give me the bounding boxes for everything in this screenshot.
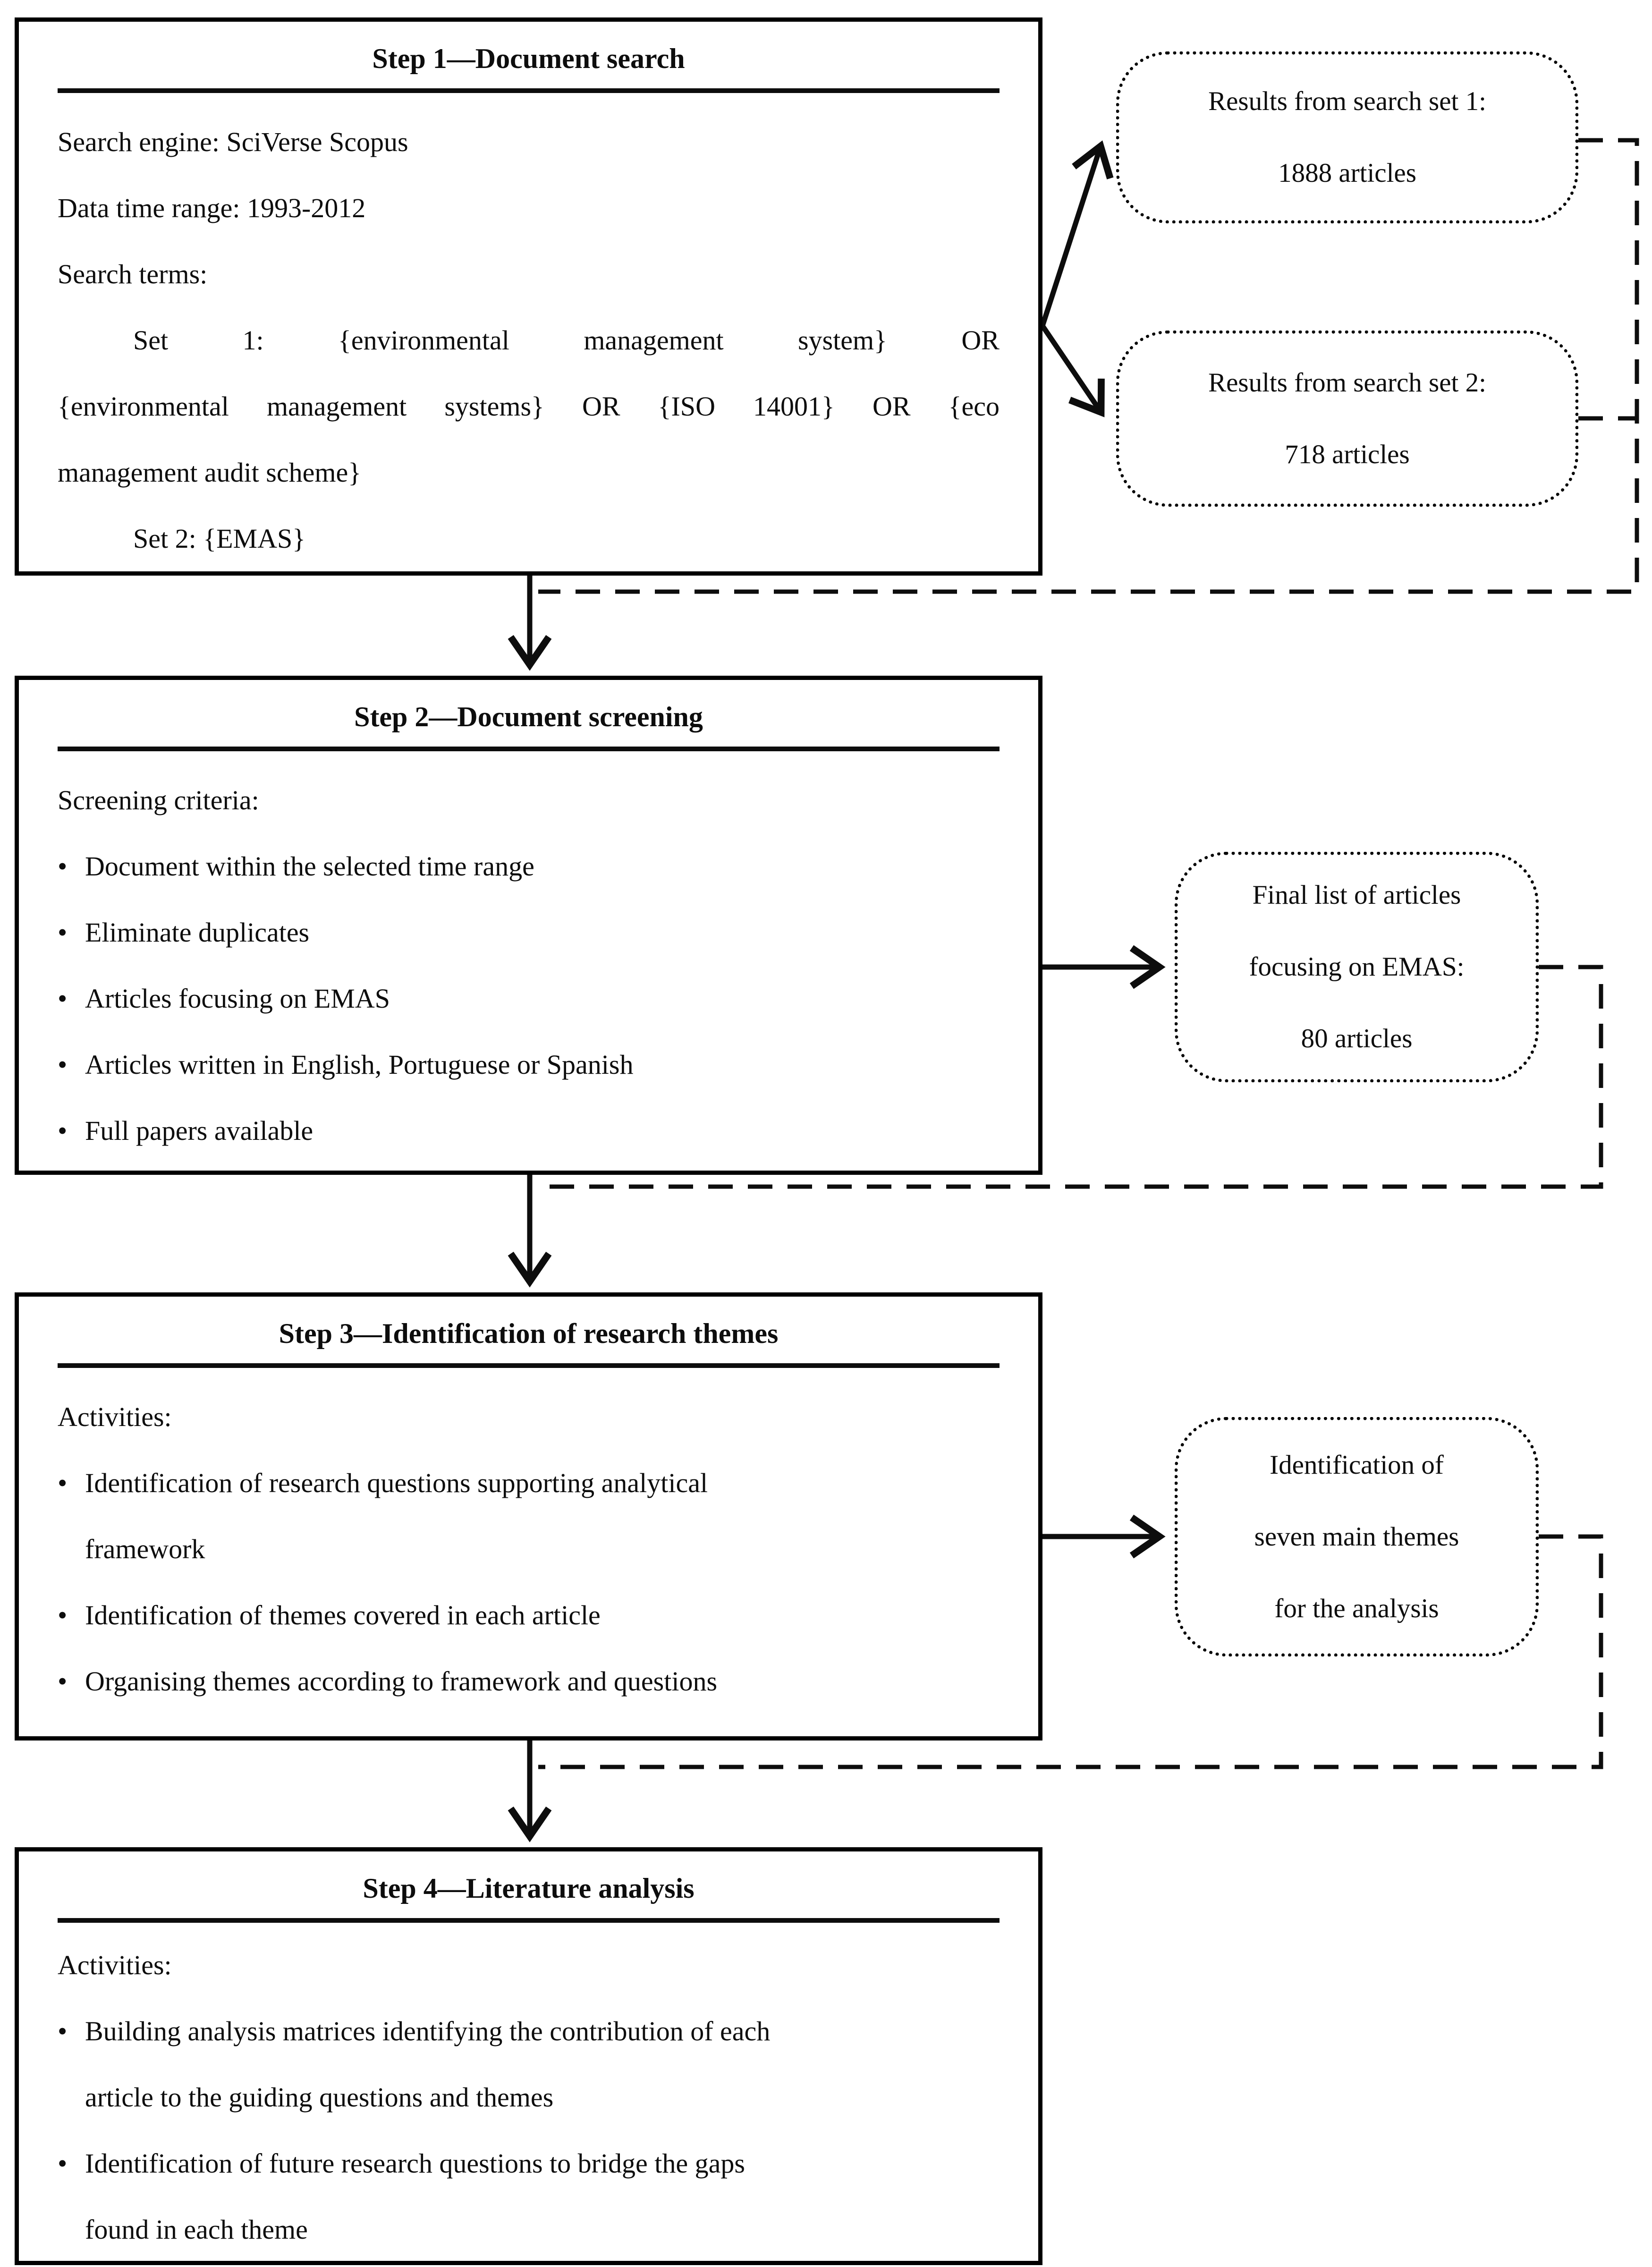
step3-title-underline — [58, 1363, 1000, 1368]
side-box-line: Results from search set 1: — [1208, 86, 1486, 116]
bullet-icon: • — [58, 917, 68, 948]
search-set1-line: Set 1: {environmental management system}… — [133, 325, 1000, 356]
results-set2-box: Results from search set 2: 718 articles — [1116, 331, 1578, 507]
final-list-box: Final list of articles focusing on EMAS:… — [1175, 852, 1539, 1082]
step1-title-underline — [58, 88, 1000, 93]
step2-title-underline — [58, 747, 1000, 751]
side-box-line: Identification of — [1270, 1450, 1444, 1480]
step4-title: Step 4—Literature analysis — [363, 1873, 695, 1904]
bullet-item: • Document within the selected time rang… — [58, 833, 1000, 900]
bullet-icon: • — [58, 1115, 68, 1146]
arrow-step1-to-results1 — [1040, 140, 1114, 327]
bullet-item: • Identification of research questions s… — [58, 1450, 1000, 1582]
results-set1-box: Results from search set 1: 1888 articles — [1116, 51, 1578, 223]
step4-content: Activities: • Building analysis matrices… — [19, 1923, 1038, 2263]
side-box-line: focusing on EMAS: — [1249, 952, 1465, 982]
step1-title: Step 1—Document search — [372, 43, 685, 74]
body-line: Data time range: 1993-2012 — [58, 193, 366, 223]
bullet-text: Full papers available — [85, 1115, 313, 1146]
bullet-text: article to the guiding questions and the… — [85, 2082, 554, 2113]
arrow-step1-to-results2 — [1040, 324, 1105, 417]
step2-title: Step 2—Document screening — [354, 701, 703, 732]
bullet-text: Eliminate duplicates — [85, 917, 310, 948]
step2-content: Screening criteria: • Document within th… — [19, 751, 1038, 1164]
bullet-text: Articles written in English, Portuguese … — [85, 1049, 634, 1080]
bullet-text: Identification of future research questi… — [85, 2148, 745, 2179]
bullet-text: framework — [85, 1534, 205, 1564]
bullet-text: found in each theme — [85, 2214, 308, 2245]
body-line: Search terms: — [58, 259, 208, 289]
bullet-text: Organising themes according to framework… — [85, 1666, 718, 1697]
bullet-icon: • — [58, 851, 68, 882]
step4-box: Step 4—Literature analysis Activities: •… — [15, 1847, 1042, 2265]
step4-title-underline — [58, 1918, 1000, 1923]
step1-content: Search engine: SciVerse Scopus Data time… — [19, 93, 1038, 572]
search-set2-line: Set 2: {EMAS} — [133, 523, 306, 554]
bullet-item: • Identification of themes covered in ea… — [58, 1582, 1000, 1648]
bullet-text: Building analysis matrices identifying t… — [85, 2016, 771, 2046]
step3-title: Step 3—Identification of research themes — [279, 1318, 779, 1349]
side-box-line: 718 articles — [1285, 439, 1410, 469]
bullet-item: • Articles written in English, Portugues… — [58, 1032, 1000, 1098]
side-box-line: seven main themes — [1254, 1521, 1459, 1552]
bullet-item: • Articles focusing on EMAS — [58, 966, 1000, 1032]
bullet-icon: • — [58, 983, 68, 1014]
body-line: Screening criteria: — [58, 785, 259, 815]
side-box-line: for the analysis — [1274, 1593, 1439, 1623]
step1-box: Step 1—Document search Search engine: Sc… — [15, 17, 1042, 576]
bullet-text: Identification of themes covered in each… — [85, 1600, 601, 1630]
bullet-icon: • — [58, 2148, 68, 2179]
body-line: Activities: — [58, 1401, 172, 1432]
bullet-item: • Identification of future research ques… — [58, 2131, 1000, 2263]
step3-box: Step 3—Identification of research themes… — [15, 1292, 1042, 1741]
bullet-icon: • — [58, 2016, 68, 2046]
side-box-line: Final list of articles — [1252, 880, 1461, 910]
bullet-text: Identification of research questions sup… — [85, 1468, 708, 1498]
bullet-text: Articles focusing on EMAS — [85, 983, 390, 1014]
bullet-item: • Eliminate duplicates — [58, 900, 1000, 966]
bullet-icon: • — [58, 1468, 68, 1498]
bullet-item: • Building analysis matrices identifying… — [58, 1998, 1000, 2131]
body-line: Search engine: SciVerse Scopus — [58, 127, 408, 157]
bullet-item: • Organising themes according to framewo… — [58, 1648, 1000, 1715]
main-themes-box: Identification of seven main themes for … — [1175, 1417, 1539, 1656]
bullet-icon: • — [58, 1666, 68, 1697]
side-box-line: 1888 articles — [1278, 158, 1416, 188]
search-set1-line: {environmental management systems} OR {I… — [58, 391, 1000, 422]
bullet-icon: • — [58, 1600, 68, 1630]
bullet-text: Document within the selected time range — [85, 851, 534, 882]
step3-content: Activities: • Identification of research… — [19, 1368, 1038, 1715]
bullet-icon: • — [58, 1049, 68, 1080]
side-box-line: Results from search set 2: — [1208, 367, 1486, 398]
step2-box: Step 2—Document screening Screening crit… — [15, 676, 1042, 1175]
body-line: Activities: — [58, 1950, 172, 1980]
side-box-line: 80 articles — [1301, 1024, 1413, 1053]
search-set1-line: management audit scheme} — [58, 457, 362, 488]
bullet-item: • Full papers available — [58, 1098, 1000, 1164]
